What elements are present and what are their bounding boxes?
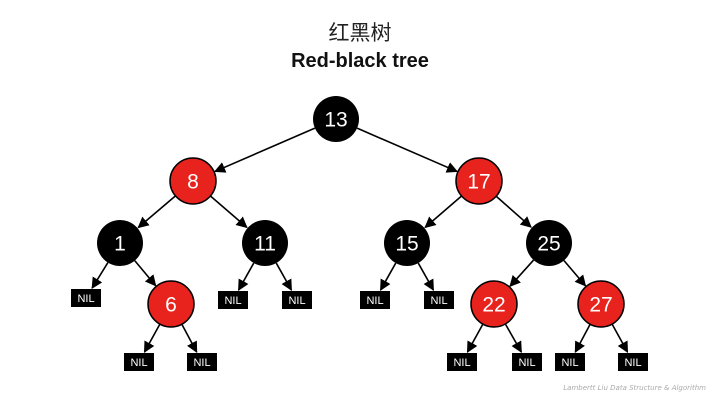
nil-box: [282, 291, 312, 309]
nil-box: [124, 353, 154, 371]
tree-node-15: 15: [384, 220, 430, 266]
node-circle-red: [169, 157, 217, 205]
nil-leaf: NIL: [360, 291, 390, 309]
nil-label: NIL: [366, 295, 383, 307]
node-label: 15: [395, 233, 418, 256]
tree-node-17: 17: [455, 157, 503, 205]
edge-n1-n6: [134, 260, 157, 287]
node-label: 13: [324, 109, 347, 132]
edges-layer: [91, 127, 629, 353]
edge-n22-nil-22-left: [466, 323, 484, 353]
nil-leaf: NIL: [187, 353, 217, 371]
node-label: 22: [482, 294, 505, 317]
edge-n6-nil-6-left: [143, 323, 161, 353]
edge-n11-nil-11-left: [237, 262, 255, 291]
nil-leaf: NIL: [512, 353, 542, 371]
nil-box: [424, 291, 454, 309]
nil-label: NIL: [624, 357, 641, 369]
nil-label: NIL: [224, 295, 241, 307]
nil-label: NIL: [288, 295, 305, 307]
node-circle-red: [455, 157, 503, 205]
edge-n27-nil-27-right: [611, 323, 629, 353]
tree-node-27: 27: [577, 280, 625, 328]
footer-credit: Lambertt Liu Data Structure & Algorithm: [563, 384, 706, 392]
edge-n11-nil-11-right: [275, 262, 293, 291]
nil-label: NIL: [193, 357, 210, 369]
node-circle-black: [97, 220, 143, 266]
node-circle-black: [384, 220, 430, 266]
node-label: 17: [467, 171, 490, 194]
nil-label: NIL: [518, 357, 535, 369]
edge-n15-nil-15-left: [379, 262, 397, 291]
edge-n8-n1: [137, 195, 176, 229]
tree-node-25: 25: [526, 220, 572, 266]
title-english: Red-black tree: [291, 50, 429, 72]
nil-box: [618, 353, 648, 371]
nil-box: [555, 353, 585, 371]
edge-n17-n15: [424, 195, 463, 229]
nil-leaf: NIL: [447, 353, 477, 371]
node-label: 1: [114, 233, 126, 256]
nil-label: NIL: [130, 357, 147, 369]
tree-node-13: 13: [313, 96, 359, 142]
node-label: 27: [589, 294, 612, 317]
title-chinese: 红黑树: [329, 21, 392, 45]
node-circle-black: [526, 220, 572, 266]
nil-label: NIL: [430, 295, 447, 307]
nil-box: [187, 353, 217, 371]
nil-leaf: NIL: [555, 353, 585, 371]
nil-leaf: NIL: [124, 353, 154, 371]
edge-n22-nil-22-right: [504, 323, 523, 353]
edge-n8-n11: [209, 195, 248, 229]
nil-label: NIL: [77, 293, 94, 305]
edge-n15-nil-15-right: [417, 262, 435, 291]
nil-leaf: NIL: [218, 291, 248, 309]
tree-node-22: 22: [470, 280, 518, 328]
tree-node-8: 8: [169, 157, 217, 205]
nil-label: NIL: [561, 357, 578, 369]
edge-n1-nil-1-left: [91, 262, 109, 289]
node-circle-red: [577, 280, 625, 328]
node-circle-red: [470, 280, 518, 328]
tree-node-6: 6: [147, 280, 195, 328]
node-label: 11: [254, 233, 276, 256]
nil-box: [218, 291, 248, 309]
node-circle-red: [147, 280, 195, 328]
edge-n25-n27: [563, 259, 587, 287]
tree-node-1: 1: [97, 220, 143, 266]
edge-n13-n17: [356, 127, 459, 173]
edge-n27-nil-27-left: [574, 323, 591, 353]
nil-box: [512, 353, 542, 371]
node-label: 8: [187, 171, 199, 194]
node-circle-black: [313, 96, 359, 142]
edge-n17-n25: [495, 195, 532, 228]
nil-box: [360, 291, 390, 309]
nil-box: [71, 289, 101, 307]
nil-label: NIL: [453, 357, 470, 369]
nil-box: [447, 353, 477, 371]
edge-n6-nil-6-right: [181, 323, 198, 353]
nil-leaf: NIL: [618, 353, 648, 371]
tree-node-11: 11: [242, 220, 288, 266]
nil-leaf: NIL: [424, 291, 454, 309]
edge-n13-n8: [213, 127, 316, 173]
node-label: 6: [165, 294, 177, 317]
nil-leaf: NIL: [71, 289, 101, 307]
edge-n25-n22: [509, 259, 535, 288]
node-label: 25: [537, 233, 560, 256]
nil-leaf: NIL: [282, 291, 312, 309]
node-circle-black: [242, 220, 288, 266]
